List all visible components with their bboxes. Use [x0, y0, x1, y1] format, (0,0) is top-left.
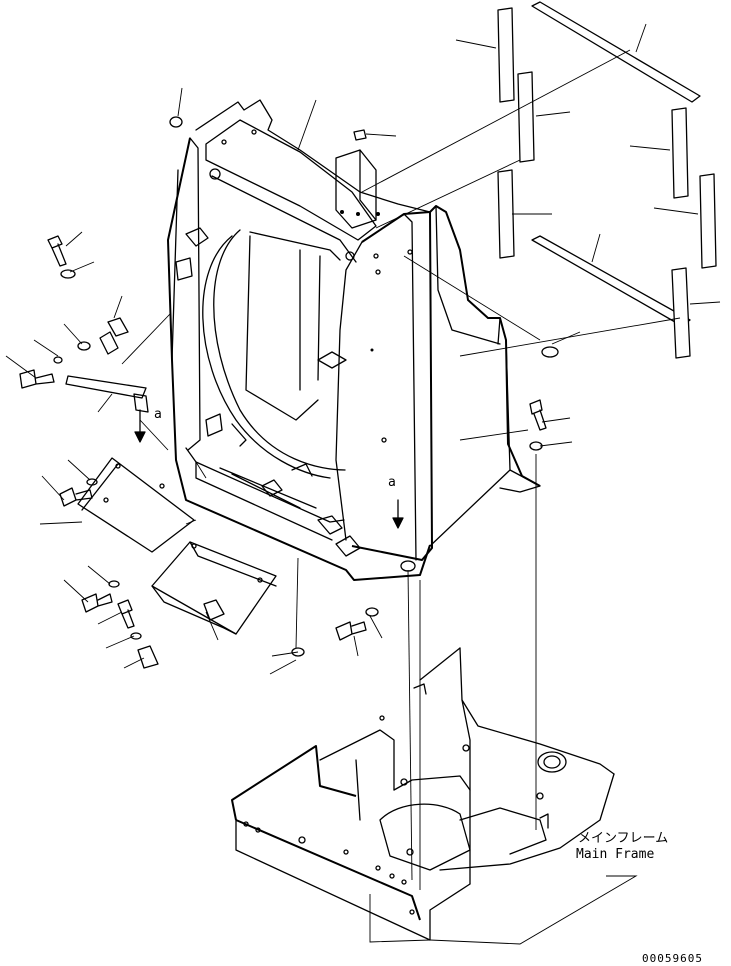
view-label-a-right: a [388, 475, 396, 490]
mount-hole [345, 251, 355, 261]
view-label-a-upper: a [154, 407, 162, 422]
seal-strips-group [497, 1, 717, 359]
seal-strip-3 [671, 107, 689, 199]
drawing-number: 00059605 [642, 952, 703, 965]
seal-strip-6 [671, 267, 691, 359]
seal-strip-4 [497, 169, 515, 259]
leader-lines [5, 23, 721, 945]
radiator-guard-assembly [167, 99, 541, 581]
main-frame-label-en: Main Frame [576, 847, 654, 862]
seal-strip-long-bottom [531, 235, 691, 327]
seal-strip-long-top [531, 1, 701, 103]
mount-hole [209, 168, 221, 180]
left-hardware: a [19, 235, 277, 669]
main-frame: メインフレーム Main Frame [231, 647, 668, 941]
seal-strip-5 [699, 173, 717, 269]
seal-strip-2 [517, 71, 535, 163]
main-frame-label-jp: メインフレーム [578, 831, 668, 846]
seal-strip-1 [497, 7, 515, 103]
center-hardware: a [169, 116, 559, 657]
